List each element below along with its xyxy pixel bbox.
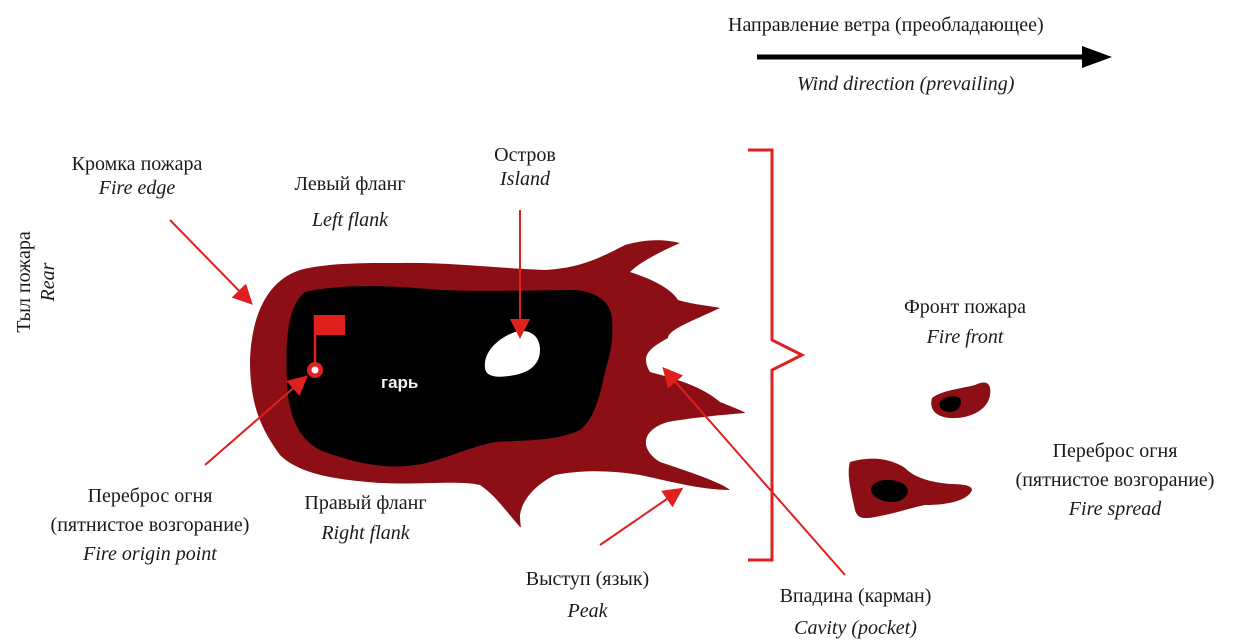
label-peak-ru: Выступ (язык) [495, 563, 680, 595]
label-cavity-ru: Впадина (карман) [753, 580, 958, 612]
label-island-ru: Остров [465, 143, 585, 167]
label-fire-origin-ru1: Переброс огня [25, 482, 275, 511]
label-left-flank: Левый фланг Left flank [270, 166, 430, 238]
label-left-flank-en: Left flank [270, 202, 430, 238]
label-right-flank-en: Right flank [283, 518, 448, 548]
label-fire-edge-en: Fire edge [47, 176, 227, 200]
label-cavity: Впадина (карман) Cavity (pocket) [753, 580, 958, 644]
spot-fire-large [849, 459, 972, 519]
label-island: Остров Island [465, 143, 585, 191]
label-left-flank-ru: Левый фланг [270, 166, 430, 202]
label-rear-en: Rear [36, 182, 60, 382]
label-rear: Тыл пожара Rear [12, 182, 60, 382]
label-cavity-en: Cavity (pocket) [753, 612, 958, 644]
label-peak: Выступ (язык) Peak [495, 563, 680, 627]
wind-label-ru: Направление ветра (преобладающее) [728, 14, 1044, 37]
label-island-en: Island [465, 167, 585, 191]
wind-label-en: Wind direction (prevailing) [797, 73, 1014, 96]
label-fire-origin-en: Fire origin point [25, 540, 275, 569]
label-rear-ru: Тыл пожара [12, 182, 36, 382]
arrow-cavity [665, 370, 845, 575]
label-fire-front-ru: Фронт пожара [880, 292, 1050, 322]
burned-area-label: гарь [381, 373, 418, 393]
label-fire-edge-ru: Кромка пожара [47, 152, 227, 176]
label-fire-spread-en: Fire spread [990, 495, 1240, 524]
label-fire-edge: Кромка пожара Fire edge [47, 152, 227, 200]
label-peak-en: Peak [495, 595, 680, 627]
spot-fire-small [931, 382, 990, 418]
label-fire-front-en: Fire front [880, 322, 1050, 352]
label-fire-origin-ru2: (пятнистое возгорание) [25, 511, 275, 540]
label-fire-spread-ru2: (пятнистое возгорание) [990, 466, 1240, 495]
label-right-flank-ru: Правый фланг [283, 488, 448, 518]
label-fire-origin: Переброс огня (пятнистое возгорание) Fir… [25, 482, 275, 569]
label-fire-spread: Переброс огня (пятнистое возгорание) Fir… [990, 437, 1240, 524]
label-right-flank: Правый фланг Right flank [283, 488, 448, 548]
fire-front-brace [748, 150, 802, 560]
arrow-peak [600, 490, 680, 545]
label-fire-spread-ru1: Переброс огня [990, 437, 1240, 466]
arrow-fire-edge [170, 220, 250, 302]
label-fire-front: Фронт пожара Fire front [880, 292, 1050, 352]
wind-arrow [757, 46, 1112, 68]
